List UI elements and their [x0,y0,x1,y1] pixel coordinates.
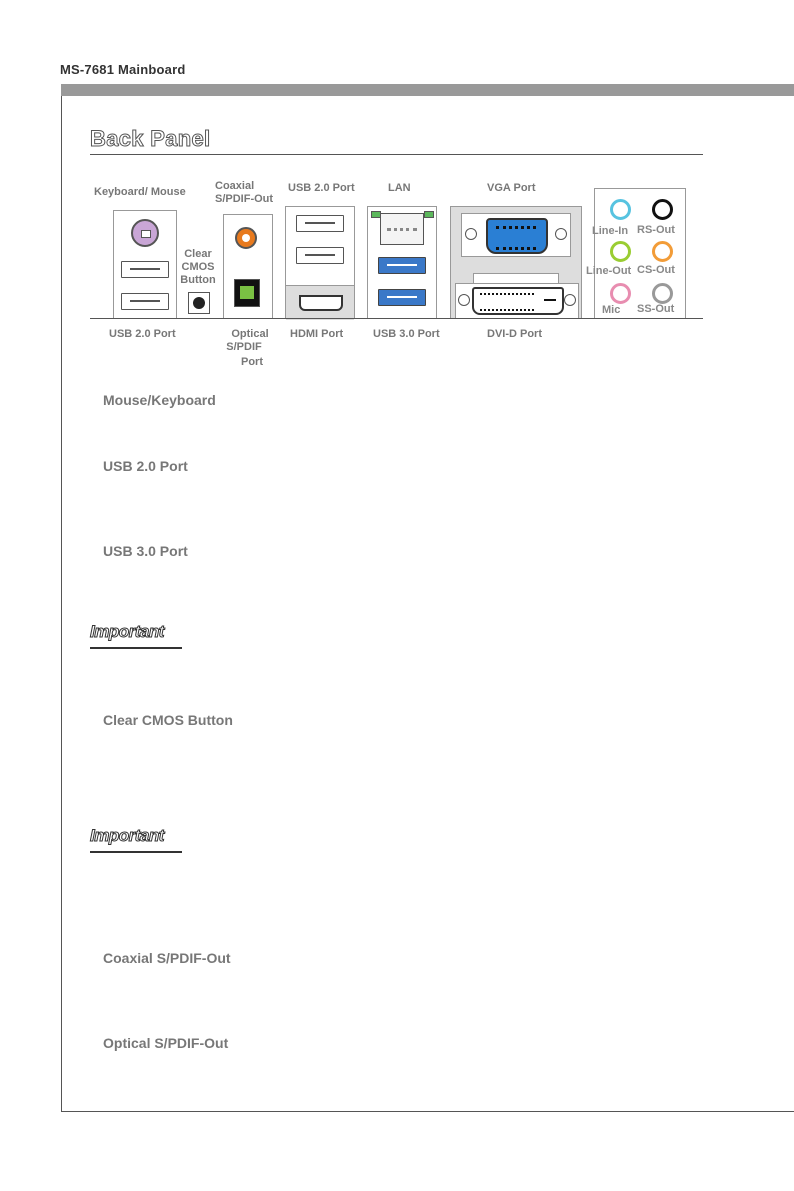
page-frame-left [61,96,62,1112]
label-cs-out: CS-Out [637,264,675,276]
vga-port-icon [486,218,548,254]
line-in-jack-icon [610,199,631,220]
optical-port-icon [234,279,260,307]
label-clear-cmos-line3: Button [180,274,216,286]
item-title-coaxial-spdif: Coaxial S/PDIF-Out [103,950,231,966]
label-usb3: USB 3.0 Port [373,328,440,340]
label-coaxial-line1: Coaxial [215,180,255,192]
label-ss-out: SS-Out [637,303,675,315]
label-optical-line2: S/PDIF [226,341,262,353]
lan-usb3-block [367,206,437,319]
section-title: Back Panel [89,126,211,152]
item-title-optical-spdif: Optical S/PDIF-Out [103,1035,229,1051]
label-clear-cmos-line2: CMOS [181,261,215,273]
label-optical-line3: Port [241,356,263,368]
hdmi-port-icon [299,295,343,311]
label-dvid: DVI-D Port [487,328,542,340]
audio-block: Line-In RS-Out Line-Out CS-Out Mic SS-Ou… [586,188,686,319]
item-title-clear-cmos: Clear CMOS Button [103,712,233,728]
item-title-usb3: USB 3.0 Port [103,543,188,559]
page-frame-bottom [61,1111,794,1112]
vga-plate [461,213,571,257]
ss-out-jack-icon [652,283,673,304]
usb2-port-icon [121,293,169,310]
label-line-in: Line-In [592,225,629,237]
important-heading: Important [90,622,165,642]
ps2-usb-block [113,210,177,319]
label-clear-cmos-line1: Clear [184,248,212,260]
lan-led-icon [424,211,434,218]
label-coaxial-line2: S/PDIF-Out [215,193,274,205]
usb2-port-icon [296,247,344,264]
usb2-port-icon [121,261,169,278]
label-rs-out: RS-Out [637,224,675,236]
ps2-port-icon [131,219,159,247]
label-line-out: Line-Out [586,265,632,277]
label-usb2-top: USB 2.0 Port [288,182,355,194]
dvi-plate [455,283,579,319]
label-mic: Mic [602,304,621,316]
important-underline [90,851,182,853]
label-usb2-bottom: USB 2.0 Port [109,328,176,340]
lan-port-icon [380,213,424,245]
spdif-block [223,214,273,319]
usb3-port-icon [378,257,426,274]
important-underline [90,647,182,649]
label-optical-line1: Optical [231,328,269,340]
header-bar [61,84,794,96]
rs-out-jack-icon [652,199,673,220]
manual-header-title: MS-7681 Mainboard [60,62,186,77]
usb2-hdmi-block [285,206,355,320]
item-title-mouse-keyboard: Mouse/Keyboard [103,392,216,408]
label-lan: LAN [388,182,411,194]
usb3-port-icon [378,289,426,306]
panel-base-rule [90,318,703,319]
label-hdmi: HDMI Port [290,328,344,340]
vga-dvi-block [450,206,582,319]
label-vga: VGA Port [487,182,536,194]
cs-out-jack-icon [652,241,673,262]
label-keyboard-mouse: Keyboard/ Mouse [94,186,186,198]
mic-jack-icon [610,283,631,304]
clear-cmos-button-icon [188,292,210,314]
usb2-port-icon [296,215,344,232]
line-out-jack-icon [610,241,631,262]
important-heading: Important [90,826,165,846]
dvi-port-icon [472,287,564,315]
item-title-usb2: USB 2.0 Port [103,458,188,474]
hdmi-plate [286,285,354,320]
coaxial-jack-icon [235,227,257,249]
section-title-rule [90,154,703,155]
